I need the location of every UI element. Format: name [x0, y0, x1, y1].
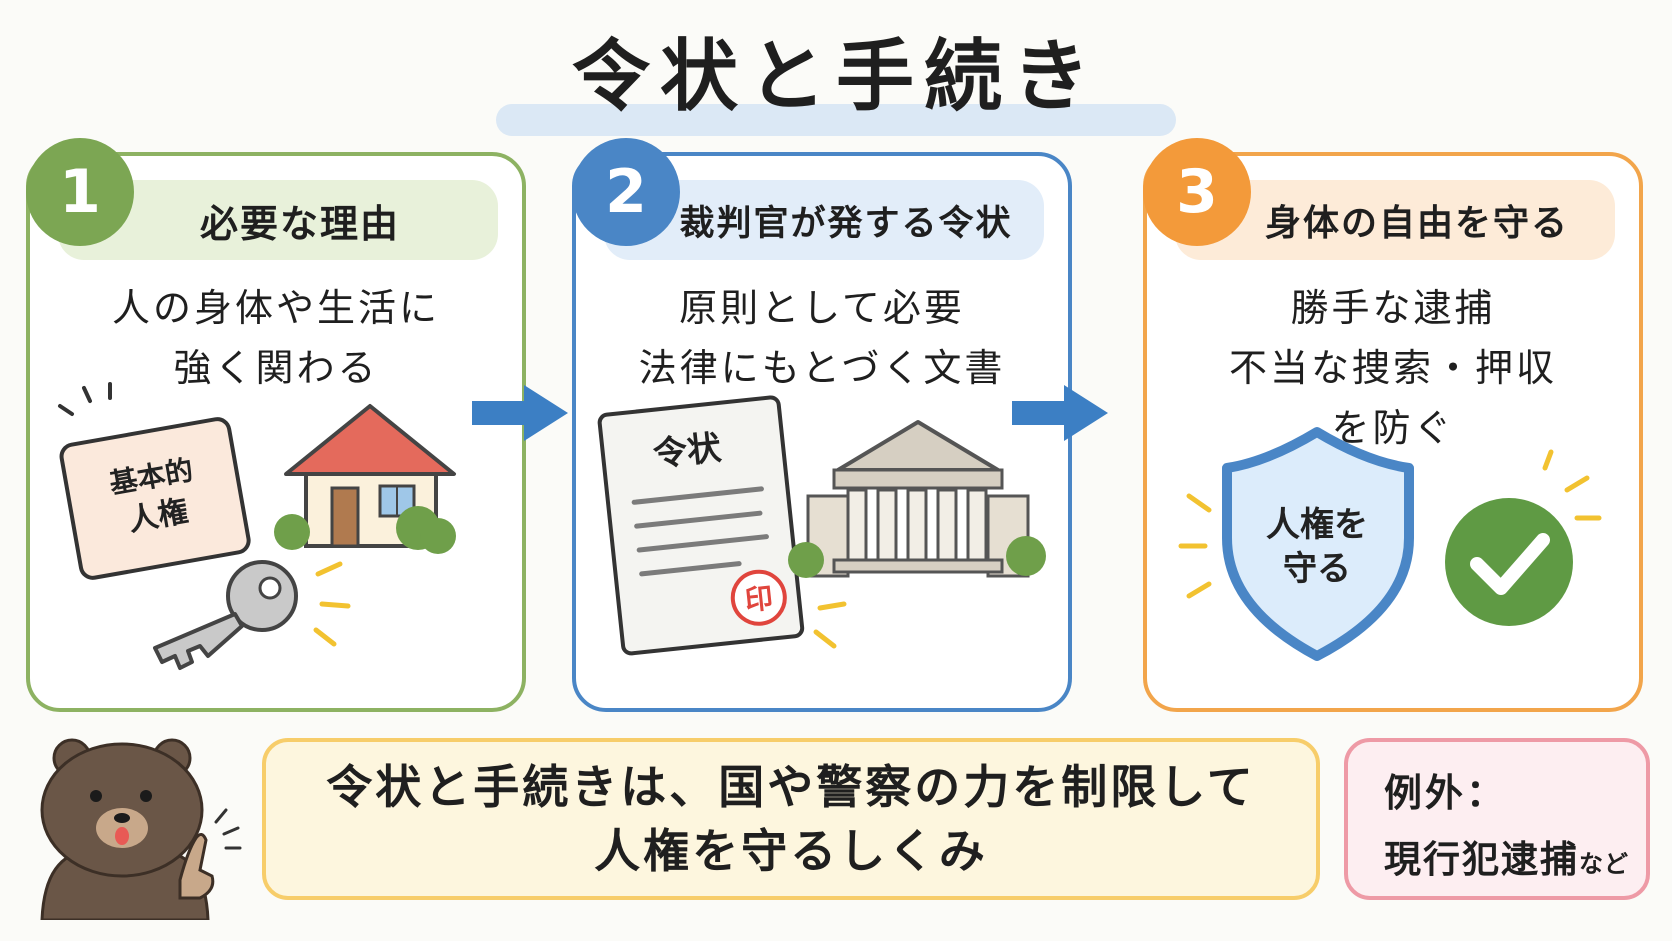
- rights-card-icon: 基本的 人権: [58, 382, 251, 580]
- step-body-3: 勝手な逮捕 不当な捜索・押収 を防ぐ: [1147, 278, 1639, 458]
- step-number-3: 3: [1143, 138, 1251, 246]
- arrow-right-icon-2: [1012, 385, 1108, 441]
- step-heading-2-text: 裁判官が発する令状: [679, 203, 1013, 244]
- step-heading-1-text: 必要な理由: [199, 201, 400, 246]
- step-3-line-1: 勝手な逮捕: [1290, 286, 1496, 330]
- bear-character: [40, 738, 242, 920]
- summary-box: 令状と手続きは、国や警察の力を制限して 人権を守るしくみ: [262, 738, 1320, 900]
- step-body-1: 人の身体や生活に 強く関わる: [30, 278, 522, 398]
- title-underline: [496, 104, 1176, 136]
- step-2-line-2: 法律にもとづく文書: [638, 346, 1006, 390]
- step-heading-3-text: 身体の自由を守る: [1264, 203, 1569, 244]
- step-card-2: 裁判官が発する令状 2 原則として必要 法律にもとづく文書 令状 印: [572, 138, 1072, 712]
- exception-label: 例外：: [1384, 771, 1508, 815]
- summary-line-1: 令状と手続きは、国や警察の力を制限して: [326, 760, 1256, 814]
- step-1-line-2: 強く関わる: [173, 346, 379, 390]
- exception-box: 例外： 現行犯逮捕など: [1344, 738, 1650, 900]
- step-3-line-3: を防ぐ: [1331, 406, 1455, 450]
- step-3-line-2: 不当な捜索・押収: [1228, 346, 1557, 390]
- house-icon: [274, 404, 456, 554]
- page-title: 令状と手続き: [571, 32, 1100, 122]
- step-2-illustration: 令状 印: [597, 395, 1046, 656]
- step-1-illustration: 基本的 人権: [58, 382, 456, 670]
- exception-text: 現行犯逮捕: [1384, 838, 1579, 881]
- key-icon: [153, 560, 351, 670]
- step-number-1: 1: [26, 138, 134, 246]
- courthouse-icon: [788, 420, 1046, 649]
- step-3-illustration: 人権を 守る: [1178, 427, 1602, 661]
- step-2-line-1: 原則として必要: [679, 286, 965, 330]
- step-1-line-1: 人の身体や生活に: [111, 286, 440, 330]
- exception-text-wrap: 現行犯逮捕など: [1384, 829, 1646, 883]
- shield-line-2: 守る: [1283, 549, 1351, 589]
- shield-icon: 人権を 守る: [1178, 427, 1414, 661]
- checkmark-icon: [1445, 449, 1602, 626]
- step-number-2: 2: [572, 138, 680, 246]
- shield-line-1: 人権を: [1266, 505, 1368, 545]
- stamp-text: 印: [743, 581, 774, 617]
- document-icon: 令状 印: [597, 395, 805, 656]
- step-body-2: 原則として必要 法律にもとづく文書: [576, 278, 1068, 398]
- document-title: 令状: [651, 428, 724, 475]
- step-card-1: 必要な理由 1 人の身体や生活に 強く関わる 基本的 人権: [26, 138, 526, 712]
- arrow-right-icon: [472, 385, 568, 441]
- step-card-3: 身体の自由を守る 3 勝手な逮捕 不当な捜索・押収 を防ぐ 人権を 守る: [1143, 138, 1643, 712]
- summary-line-2: 人権を守るしくみ: [594, 824, 988, 878]
- exception-suffix: など: [1579, 850, 1629, 878]
